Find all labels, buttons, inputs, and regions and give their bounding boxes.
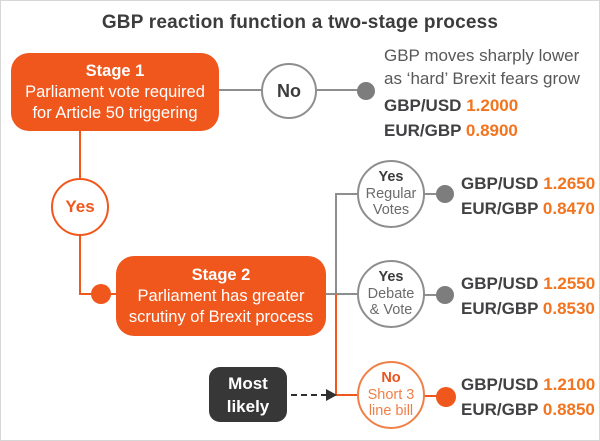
quote-row: GBP/USD 1.2100 <box>461 372 595 397</box>
stub-outcome0 <box>423 193 438 195</box>
connector-stage2-branch <box>326 293 357 295</box>
currency-pair-value: 1.2650 <box>543 174 596 193</box>
currency-pair-value: 1.2550 <box>543 274 596 293</box>
stub-outcome1 <box>423 294 438 296</box>
most-likely-line1: Most <box>228 373 268 393</box>
yes-decision-circle: Yes <box>51 178 109 236</box>
stage2-heading: Stage 2 <box>191 265 251 284</box>
currency-pair-label: GBP/USD <box>461 174 539 193</box>
currency-pair-value: 0.8900 <box>465 120 518 140</box>
stage1-line1: Parliament vote required <box>25 82 205 101</box>
currency-pair-label: GBP/USD <box>461 375 539 394</box>
outcome1-line1: Yes <box>378 269 404 286</box>
outcome2-quotes: GBP/USD 1.2100 EUR/GBP 0.8850 <box>461 372 595 422</box>
no-circle-label: No <box>277 80 301 101</box>
branch-line-up <box>335 193 337 294</box>
no-outcome-description: GBP moves sharply lower as ‘hard’ Brexit… <box>384 45 580 143</box>
stage2-box: Stage 2 Parliament has greater scrutiny … <box>116 256 326 336</box>
currency-pair-value: 0.8850 <box>542 400 595 419</box>
no-decision-circle: No <box>261 63 317 119</box>
connector-stage1-no <box>219 89 261 91</box>
outcome1-dot <box>436 286 454 304</box>
stub-outcome2 <box>423 395 438 397</box>
branch-elbow-bottom <box>336 394 359 396</box>
arrow-head-icon <box>326 389 337 401</box>
quote-row: GBP/USD 1.2550 <box>461 271 595 296</box>
connector-no-dot <box>317 89 359 91</box>
outcome0-line3: Votes <box>372 202 410 219</box>
currency-pair-label: EUR/GBP <box>384 120 462 140</box>
outcome2-dot <box>436 387 456 407</box>
stage2-entry-dot <box>91 284 111 304</box>
outcome2-line1: No <box>381 370 401 387</box>
currency-pair-label: EUR/GBP <box>461 199 539 218</box>
currency-pair-value: 1.2000 <box>466 96 519 115</box>
outcome2-line3: line bill <box>368 403 414 420</box>
quote-row: GBP/USD 1.2650 <box>461 171 595 196</box>
currency-pair-label: GBP/USD <box>384 96 462 115</box>
currency-pair-value: 0.8470 <box>542 199 595 218</box>
outcome1-line3: & Vote <box>369 302 413 319</box>
quote-row: EUR/GBP 0.8900 <box>384 119 580 144</box>
outcome0-line1: Yes <box>378 169 404 186</box>
page-title: GBP reaction function a two-stage proces… <box>101 12 499 33</box>
connector-stage1-yes <box>79 131 81 178</box>
currency-pair-value: 0.8530 <box>542 299 595 318</box>
outcome0-line2: Regular <box>365 185 417 202</box>
currency-pair-label: EUR/GBP <box>461 400 539 419</box>
currency-pair-label: GBP/USD <box>461 274 539 293</box>
no-desc-line2: as ‘hard’ Brexit fears grow <box>384 68 580 88</box>
outcome-circle-regular-votes: Yes Regular Votes <box>357 160 425 228</box>
quote-row: GBP/USD 1.2000 <box>384 94 580 119</box>
most-likely-callout: Most likely <box>209 367 287 422</box>
quote-row: EUR/GBP 0.8850 <box>461 397 595 422</box>
currency-pair-value: 1.2100 <box>543 375 596 394</box>
outcome-circle-debate-vote: Yes Debate & Vote <box>357 260 425 328</box>
quote-row: EUR/GBP 0.8530 <box>461 296 595 321</box>
outcome-circle-short-bill: No Short 3 line bill <box>357 361 425 429</box>
dashed-arrow-line <box>291 394 327 396</box>
branch-line-down <box>335 294 337 396</box>
most-likely-line2: likely <box>226 396 270 416</box>
branch-elbow-top <box>336 193 358 195</box>
quote-row: EUR/GBP 0.8470 <box>461 196 595 221</box>
stage1-box: Stage 1 Parliament vote required for Art… <box>11 53 219 131</box>
no-outcome-dot <box>357 82 375 100</box>
outcome0-dot <box>436 185 454 203</box>
stage1-line2: for Article 50 triggering <box>32 103 198 122</box>
stage1-heading: Stage 1 <box>85 61 145 80</box>
outcome1-line2: Debate <box>367 285 415 302</box>
outcome2-line2: Short 3 <box>367 386 415 403</box>
stage2-line1: Parliament has greater <box>137 286 305 305</box>
connector-yes-down <box>79 235 81 295</box>
yes-circle-label: Yes <box>65 197 95 216</box>
outcome1-quotes: GBP/USD 1.2550 EUR/GBP 0.8530 <box>461 271 595 321</box>
stage2-line2: scrutiny of Brexit process <box>128 307 314 326</box>
currency-pair-label: EUR/GBP <box>461 299 539 318</box>
no-outcome-quotes: GBP/USD 1.2000 EUR/GBP 0.8900 <box>384 94 580 143</box>
outcome0-quotes: GBP/USD 1.2650 EUR/GBP 0.8470 <box>461 171 595 221</box>
no-desc-line1: GBP moves sharply lower <box>384 46 580 65</box>
